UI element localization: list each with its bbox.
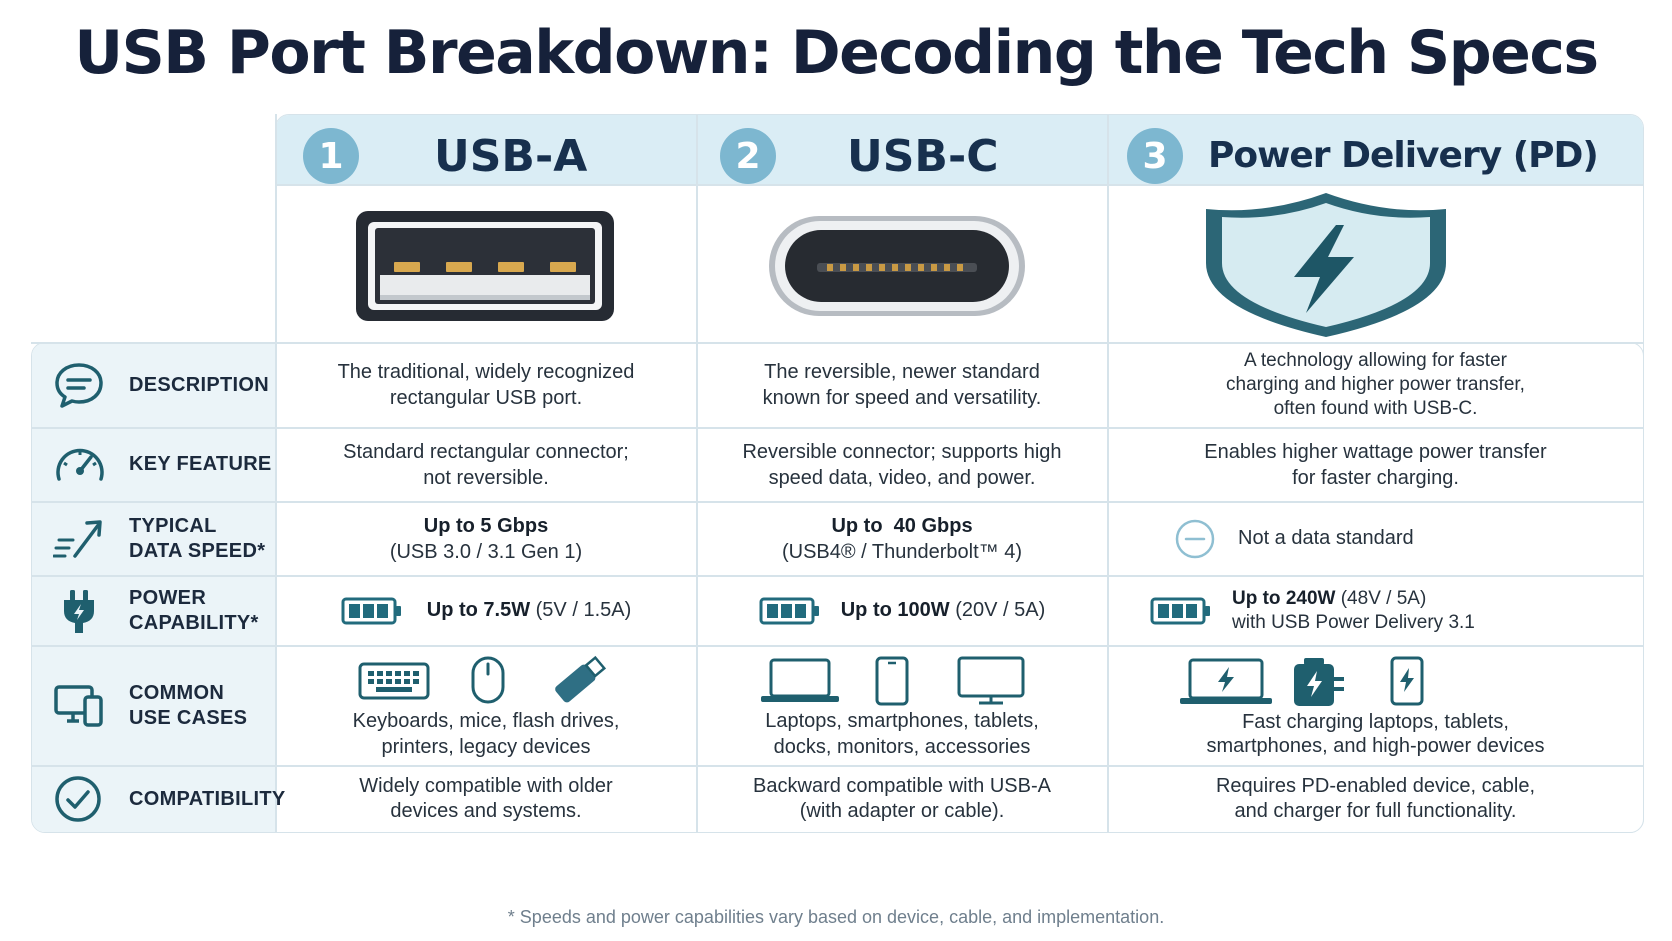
devices-icon — [54, 684, 103, 727]
cell-key-feature-usb-a: Standard rectangular connector;not rever… — [343, 440, 629, 489]
speedometer-icon — [56, 448, 104, 481]
row-label-data-speed: TYPICAL DATA SPEED* — [31, 502, 275, 575]
use-cases-text: Fast charging laptops, tablets,smartphon… — [1206, 711, 1545, 757]
row-label-text: TYPICAL DATA SPEED* — [129, 514, 265, 564]
row-label-text: COMMON USE CASES — [129, 681, 247, 731]
charging-phone-icon — [1390, 656, 1424, 706]
col-header-pd: 3 Power Delivery (PD) — [1108, 115, 1643, 184]
row-label-compatibility: COMPATIBILITY — [31, 766, 285, 832]
col-header-usb-c: 2 USB-C — [697, 115, 1107, 184]
row-label-line: USE CASES — [129, 706, 248, 729]
row-label-text: KEY FEATURE — [129, 453, 272, 475]
battery-icon — [1150, 597, 1210, 624]
row-label-line: POWER — [129, 586, 207, 609]
keyboard-icon — [358, 662, 430, 700]
row-label-text: POWER CAPABILITY* — [129, 586, 259, 636]
col-title: USB-A — [434, 131, 588, 182]
cell-use-cases-usb-a: Keyboards, mice, flash drives,printers, … — [276, 646, 696, 765]
label-band — [32, 343, 275, 832]
usb-c-port-illustration — [697, 185, 1107, 342]
row-label-text: COMPATIBILITY — [129, 787, 286, 810]
shield-bolt-illustration — [1108, 185, 1643, 342]
battery-icon — [759, 597, 819, 624]
footnote: * Speeds and power capabilities vary bas… — [507, 907, 1165, 927]
charging-laptop-icon — [1180, 658, 1272, 704]
comparison-table: 1 USB-A 2 USB-C 3 Power Delivery (PD) — [31, 114, 1644, 891]
number-badge: 3 — [1127, 128, 1183, 184]
cell-data-speed-usb-a: Up to 5 Gbps(USB 3.0 / 3.1 Gen 1) — [389, 514, 583, 563]
usb-a-port-illustration — [276, 185, 696, 342]
number-badge: 2 — [720, 128, 776, 184]
laptop-icon — [761, 658, 839, 702]
row-label-power: POWER CAPABILITY* — [31, 576, 275, 645]
flash-drive-icon — [555, 655, 607, 703]
speed-arrow-icon — [53, 519, 102, 558]
mouse-icon — [471, 656, 505, 704]
battery-icon — [341, 597, 401, 624]
number-badge: 1 — [303, 128, 359, 184]
cell-power-usb-c: Up to 100W (20V / 5A) — [697, 576, 1107, 645]
not-data-standard-text: Not a data standard — [1238, 527, 1414, 549]
cell-compatibility-pd: Requires PD-enabled device, cable,and ch… — [1215, 775, 1536, 822]
row-label-line: TYPICAL — [129, 514, 217, 537]
row-label-line: COMMON — [129, 681, 225, 704]
col-title: USB-C — [847, 131, 999, 182]
cell-power-pd: Up to 240W (48V / 5A) with USB Power Del… — [1108, 576, 1643, 645]
cell-data-speed-pd: Not a data standard — [1108, 502, 1643, 575]
plug-icon — [64, 589, 94, 633]
row-label-line: DATA SPEED* — [129, 539, 266, 562]
rows-frame — [31, 342, 1644, 833]
row-label-use-cases: COMMON USE CASES — [31, 646, 275, 765]
col-header-usb-a: 1 USB-A — [276, 115, 696, 184]
cell-power-usb-a: Up to 7.5W (5V / 1.5A) — [276, 576, 696, 645]
col-title: Power Delivery (PD) — [1208, 135, 1599, 176]
cell-compatibility-usb-c: Backward compatible with USB-A(with adap… — [753, 775, 1051, 822]
row-label-key-feature: KEY FEATURE — [31, 428, 275, 501]
header-band — [276, 115, 1643, 184]
use-cases-text: Laptops, smartphones, tablets,docks, mon… — [765, 710, 1039, 758]
charger-icon — [1294, 658, 1344, 706]
row-label-text: DESCRIPTION — [129, 373, 269, 396]
row-label-line: CAPABILITY* — [129, 611, 259, 634]
chat-bubble-icon — [55, 363, 103, 408]
minus-circle-icon — [1175, 519, 1215, 558]
cell-use-cases-usb-c: Laptops, smartphones, tablets,docks, mon… — [697, 646, 1107, 765]
monitor-icon — [957, 656, 1025, 705]
page-title: USB Port Breakdown: Decoding the Tech Sp… — [74, 18, 1599, 88]
cell-use-cases-pd: Fast charging laptops, tablets,smartphon… — [1108, 646, 1643, 765]
use-cases-text: Keyboards, mice, flash drives,printers, … — [352, 710, 620, 758]
check-circle-icon — [55, 776, 101, 822]
cell-data-speed-usb-c: Up to 40 Gbps(USB4® / Thunderbolt™ 4) — [781, 514, 1023, 563]
row-label-description: DESCRIPTION — [31, 343, 275, 427]
smartphone-icon — [875, 656, 909, 706]
